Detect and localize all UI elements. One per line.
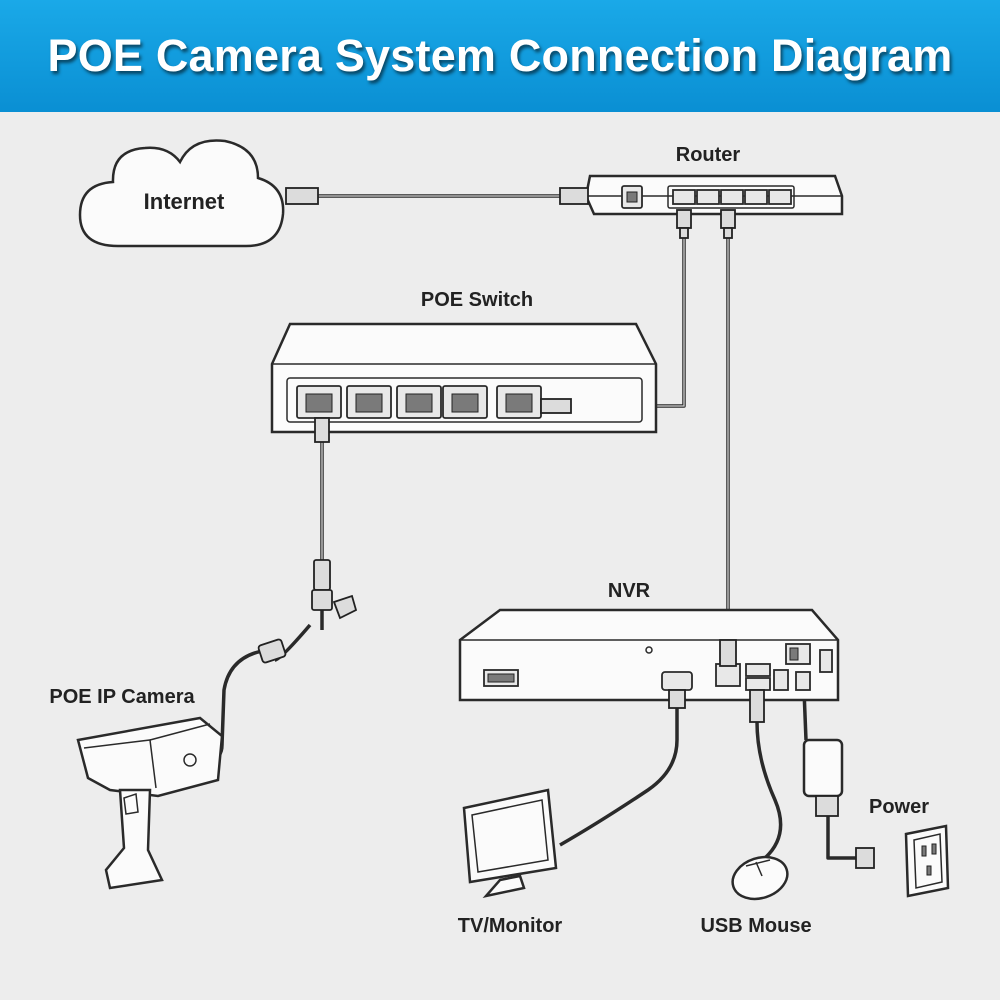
nvr-label: NVR	[608, 580, 651, 602]
usb-mouse-device: USB Mouse	[700, 855, 812, 937]
poe-ip-camera-device: POE IP Camera	[49, 686, 224, 890]
power-label: Power	[869, 796, 929, 818]
nvr-monitor-cable	[559, 708, 679, 847]
usb-mouse-label: USB Mouse	[700, 915, 811, 937]
title-banner: POE Camera System Connection Diagram	[0, 0, 1000, 112]
poe-switch-label: POE Switch	[421, 289, 533, 311]
network-cables	[204, 194, 870, 860]
power-adapter	[802, 738, 844, 817]
tv-monitor-label: TV/Monitor	[458, 915, 563, 937]
internet-cloud: Internet	[78, 139, 285, 248]
switch-ports	[296, 385, 542, 419]
internet-label: Internet	[144, 189, 225, 214]
nvr-mouse-cable	[755, 721, 783, 860]
tv-monitor-device: TV/Monitor	[458, 788, 563, 937]
poe-switch-device: POE Switch	[270, 289, 658, 443]
nvr-device: NVR	[458, 580, 840, 723]
camera-pigtail-connectors	[257, 559, 358, 664]
diagram-title: POE Camera System Connection Diagram	[47, 30, 953, 81]
router-label: Router	[676, 144, 741, 166]
wall-outlet: Power	[855, 796, 950, 898]
router-device: Router	[285, 144, 844, 239]
poe-ip-camera-label: POE IP Camera	[49, 686, 195, 708]
